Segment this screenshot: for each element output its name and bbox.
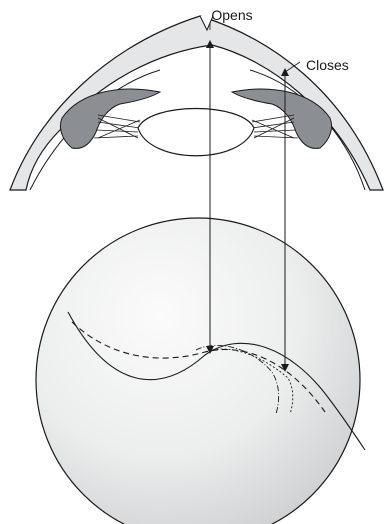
closes-label: Closes — [306, 57, 349, 73]
cornea — [10, 16, 383, 190]
opens-label: Opens — [211, 7, 252, 23]
eye-globe — [36, 218, 360, 524]
lens — [138, 109, 254, 156]
